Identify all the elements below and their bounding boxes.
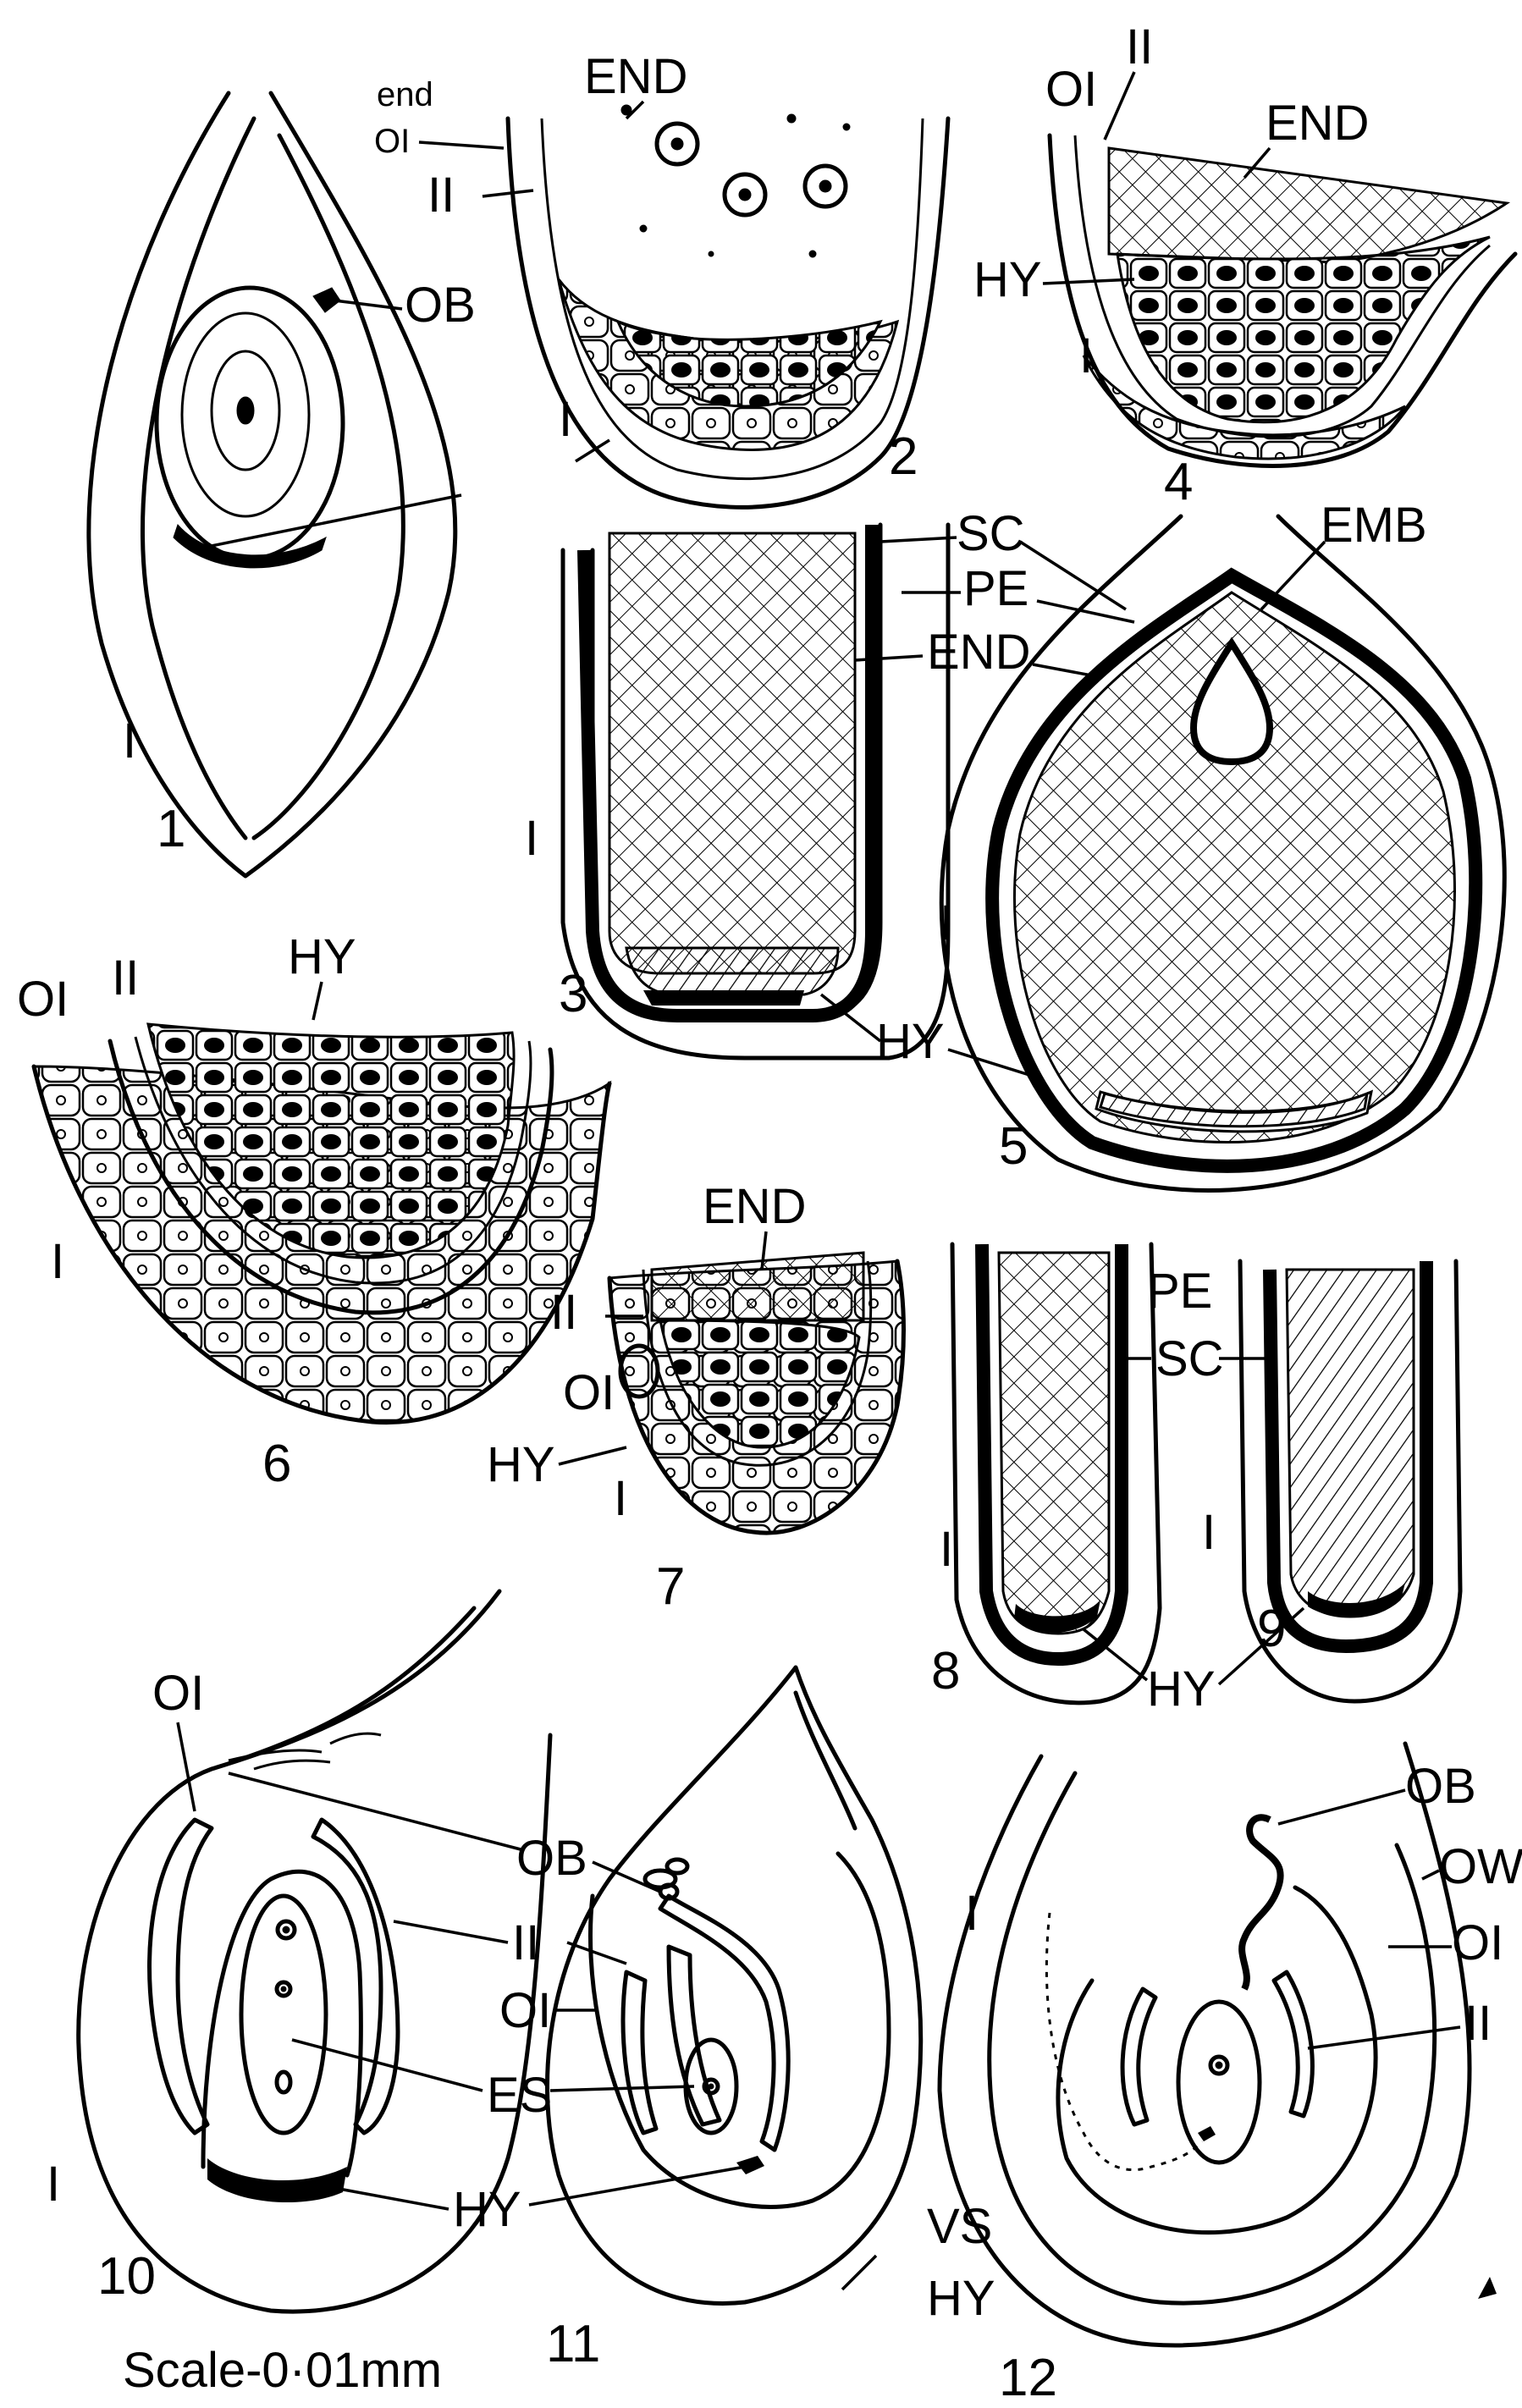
label-i-fig7: I bbox=[614, 1471, 627, 1526]
label-oi-fig11: OI bbox=[499, 1983, 551, 2038]
label-ii-fig10-11: II bbox=[512, 1915, 539, 1970]
label-oi-fig7: OI bbox=[563, 1365, 615, 1420]
label-i-fig12: I bbox=[965, 1886, 979, 1941]
label-oi-fig10: OI bbox=[152, 1666, 204, 1721]
label-ob-fig12: OB bbox=[1405, 1759, 1476, 1814]
figure-number-2: 2 bbox=[889, 427, 918, 486]
label-oi-fig6: OI bbox=[17, 972, 69, 1027]
figure-number-12: 12 bbox=[999, 2349, 1057, 2407]
figure-number-5: 5 bbox=[999, 1117, 1028, 1176]
figure-8-seed-base bbox=[952, 1244, 1160, 1703]
label-ii-fig4: II bbox=[1126, 19, 1153, 74]
leader-sc-fig3 bbox=[880, 537, 957, 542]
label-ii-fig7: II bbox=[550, 1285, 577, 1340]
label-ii-fig2: II bbox=[427, 168, 455, 223]
leader-ii-fig4 bbox=[1105, 72, 1134, 140]
leader-ii-fig10 bbox=[394, 1921, 508, 1942]
label-ob-fig10-11: OB bbox=[516, 1831, 587, 1886]
label-oi-fig2: OI bbox=[374, 123, 410, 160]
figure-5-mature-seed bbox=[941, 516, 1504, 1190]
leader-hy-fig10 bbox=[334, 2188, 449, 2209]
scale-label: Scale-0·01mm bbox=[123, 2343, 442, 2398]
label-ob-fig1: OB bbox=[405, 278, 476, 333]
leader-i-fig11 bbox=[842, 2256, 876, 2290]
leader-hy-fig6 bbox=[313, 982, 322, 1020]
label-i-fig3: I bbox=[525, 811, 538, 866]
figure-7-endosperm-tip bbox=[609, 1253, 904, 1533]
figure-number-3: 3 bbox=[559, 965, 587, 1023]
label-i-fig10: I bbox=[47, 2157, 60, 2212]
leader-ob-fig12 bbox=[1278, 1790, 1405, 1824]
leader-hy-fig4 bbox=[1043, 279, 1134, 284]
label-i-fig8: I bbox=[940, 1522, 953, 1577]
label-es-fig10-11: ES bbox=[487, 2068, 552, 2123]
leader-sc-fig5 bbox=[1020, 542, 1126, 609]
figure-6-nucellus-detail bbox=[34, 1024, 609, 1423]
label-hy-fig11-12: HY bbox=[927, 2271, 995, 2326]
label-hy-fig7: HY bbox=[487, 1437, 555, 1492]
label-sc-fig8: SC bbox=[1155, 1331, 1224, 1386]
label-end-fig3: END bbox=[927, 625, 1030, 680]
label-hy-fig4: HY bbox=[973, 252, 1042, 307]
figure-12-ovule-section bbox=[940, 1744, 1497, 2345]
label-i-fig5: I bbox=[940, 895, 953, 951]
label-ow-fig12: OW bbox=[1439, 1839, 1522, 1894]
label-end-fig7: END bbox=[703, 1179, 806, 1234]
label-pe-fig8: PE bbox=[1147, 1264, 1212, 1319]
label-hy-fig3-5: HY bbox=[876, 1014, 945, 1069]
leader-es-fig11 bbox=[550, 2086, 694, 2091]
figure-number-10: 10 bbox=[97, 2247, 156, 2306]
leader-emb-fig5 bbox=[1261, 542, 1325, 609]
label-end-fig4: END bbox=[1266, 96, 1369, 151]
figure-number-8: 8 bbox=[931, 1642, 960, 1700]
figure-1-ovule-section bbox=[89, 93, 455, 876]
leader-ii-fig12 bbox=[1308, 2027, 1460, 2048]
figure-number-7: 7 bbox=[656, 1557, 685, 1616]
figure-11-ovule-section bbox=[548, 1667, 921, 2303]
figure-2-endosperm-tip bbox=[508, 105, 948, 507]
label-ii-fig12: II bbox=[1464, 1996, 1492, 2051]
label-oi-fig12: OI bbox=[1452, 1915, 1503, 1970]
label-i-fig4: I bbox=[1079, 328, 1093, 383]
leader-ii-fig11 bbox=[567, 1942, 626, 1964]
figure-4-hypostase-detail bbox=[1050, 135, 1515, 466]
figure-number-6: 6 bbox=[262, 1435, 291, 1493]
leader-ow-fig12 bbox=[1422, 1871, 1439, 1879]
label-hy-fig8-9: HY bbox=[1147, 1661, 1216, 1716]
label-i-fig2: I bbox=[559, 392, 572, 447]
label-end-small-fig2: end bbox=[377, 76, 433, 113]
figure-3-seed-base bbox=[563, 525, 948, 1058]
label-hy-fig6: HY bbox=[288, 929, 356, 984]
label-hy-fig10-11: HY bbox=[453, 2182, 521, 2237]
label-sc-fig3: SC bbox=[957, 506, 1025, 561]
leader-oi-fig2 bbox=[419, 142, 504, 148]
figure-number-11: 11 bbox=[546, 2315, 600, 2373]
label-ii-fig6: II bbox=[112, 951, 139, 1006]
leader-ob-fig10 bbox=[229, 1773, 521, 1849]
label-i-fig9: I bbox=[1202, 1505, 1216, 1560]
label-i-fig1: I bbox=[123, 714, 136, 769]
label-i-fig6: I bbox=[51, 1234, 64, 1289]
leader-oi-fig10 bbox=[178, 1722, 195, 1811]
label-end-fig2: END bbox=[584, 49, 687, 104]
label-oi-fig4: OI bbox=[1045, 62, 1097, 117]
label-emb-fig5: EMB bbox=[1321, 498, 1427, 553]
leader-hy-fig7 bbox=[559, 1447, 626, 1464]
label-vs-fig11: VS bbox=[927, 2199, 992, 2254]
figure-number-1: 1 bbox=[157, 800, 185, 858]
leader-ii-fig2 bbox=[483, 190, 533, 196]
figure-number-4: 4 bbox=[1164, 453, 1193, 511]
label-pe-fig3: PE bbox=[963, 561, 1028, 616]
